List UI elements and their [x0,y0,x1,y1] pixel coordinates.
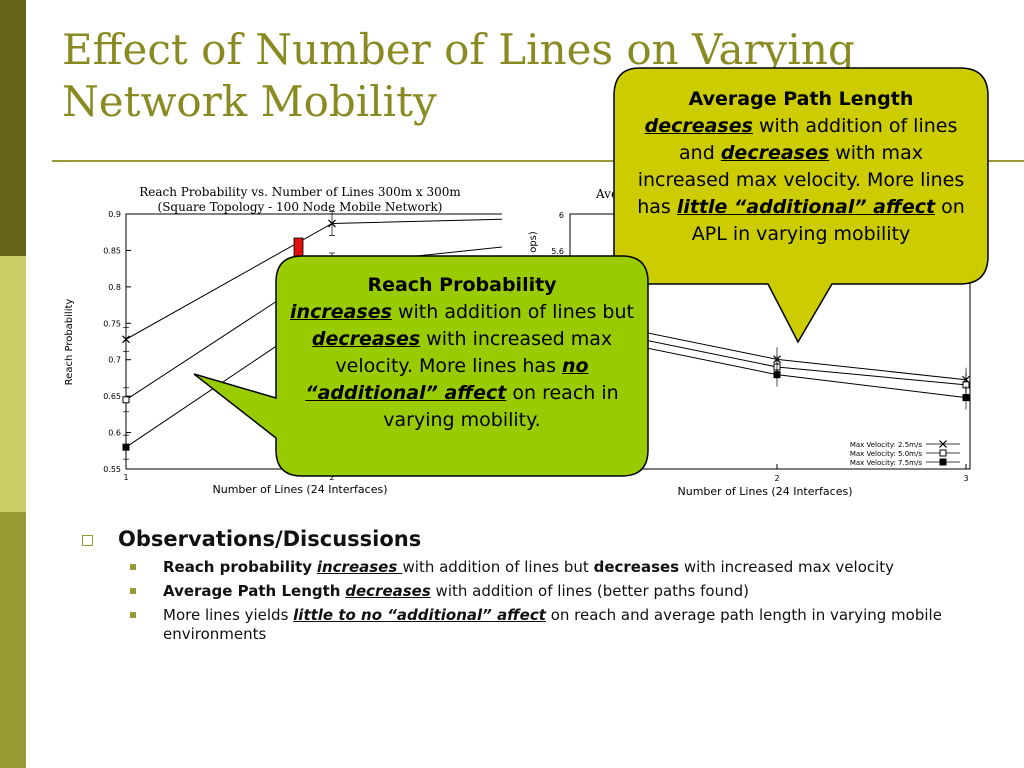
observations-section: Observations/Discussions Reach probabili… [82,524,1002,649]
observation-1-emphasis2: decreases [593,558,680,576]
observation-2-subject: Average Path Length [163,582,341,600]
apl-callout-bubble [613,67,989,344]
chart1-ytick-label: 0.85 [103,246,121,255]
reach-callout-heading: Reach Probability [367,274,557,296]
observation-item: Reach probability increases with additio… [130,558,1002,577]
chart1-ytick-label: 0.8 [108,283,121,292]
reach-callout-word2: decreases [311,328,421,350]
chart1-title-line1: Reach Probability vs. Number of Lines 30… [139,185,461,199]
chart1-ytick-label: 0.75 [103,319,121,328]
observation-3-subject: More lines yields [163,606,294,624]
reach-callout-word1: increases [290,301,392,323]
slide-title: Effect of Number of Lines on Varying Net… [62,24,942,128]
reach-callout-bubble [193,255,649,477]
reach-callout-word3: no “additional” affect [305,355,589,404]
chart2-data-point [773,371,781,379]
chart2-series-line [629,344,967,399]
chart2-ytick-5-6: 5.6 [551,247,564,256]
observations-heading: Observations/Discussions [82,524,1002,554]
chart1-ytick-label: 0.6 [108,429,121,438]
chart1-ylabel: Reach Probability [64,299,75,386]
observation-item: Average Path Length decreases with addit… [130,582,1002,601]
reach-callout-text3: on reach in varying mobility. [383,382,619,431]
observation-3-emphasis: little to no “additional” affect [293,606,546,624]
hollow-square-bullet-icon [82,535,93,546]
chart2-legend-label: Max Velocity: 5.0m/s [850,450,923,458]
observation-2-text: with addition of lines (better paths fou… [430,582,749,600]
chart1-ytick-label: 0.65 [103,392,121,401]
observation-3-text: on reach and average path length in vary… [163,606,942,643]
square-bullet-icon [130,612,136,618]
chart2-title-fragment: Ave [595,187,618,201]
reach-callout-text2: with increased max velocity. More lines … [335,328,613,377]
apl-callout-text: Average Path Length decreases with addit… [630,86,972,248]
chart1-data-point [122,443,130,451]
chart2-legend-label: Max Velocity: 7.5m/s [850,459,923,467]
chart1-ytick-label: 0.9 [108,210,121,219]
chart1-ytick-label: 0.7 [108,356,121,365]
chart1-title-line2: (Square Topology - 100 Node Mobile Netwo… [158,200,443,214]
sidebar-decoration [0,0,26,768]
apl-callout-word3: little “additional” affect [676,196,936,218]
apl-callout-text1: with addition of lines and [679,115,958,164]
observation-1-emphasis: increases [316,558,403,576]
observations-list: Reach probability increases with additio… [82,558,1002,644]
apl-callout-shape [613,67,989,344]
chart1-xlabel: Number of Lines (24 Interfaces) [213,483,388,496]
slide-title-line1: Effect of Number of Lines on Varying [62,25,855,74]
chart2-ytick-6: 6 [559,211,564,220]
apl-callout-word1: decreases [644,115,753,137]
observation-item: More lines yields little to no “addition… [130,606,1002,644]
sidebar-band-light [0,256,26,512]
chart2-xlabel: Number of Lines (24 Interfaces) [678,485,853,498]
chart2-xtick-label: 3 [963,474,968,483]
apl-callout: Average Path Length decreases with addit… [600,60,1000,350]
observation-1-text2: with increased max velocity [679,558,895,576]
observation-1-subject: Reach probability [163,558,313,576]
chart2-legend-marker [939,449,947,457]
observation-1-text: with addition of lines but [402,558,594,576]
apl-callout-word2: decreases [720,142,830,164]
slide-title-line2: Network Mobility [62,77,437,126]
chart2-legend-marker [939,440,947,448]
title-divider [52,160,1024,162]
apl-callout-text2: with max increased max velocity. More li… [637,142,965,218]
chart1-data-point [122,335,130,344]
chart1-data-point [122,396,130,404]
chart1-xtick-label: 1 [123,473,128,482]
apl-callout-heading: Average Path Length [688,88,914,110]
chart2-ylabel-fragment: ops) [528,231,539,253]
reach-callout-shape [193,255,649,477]
reach-callout: Reach Probability increases with additio… [190,250,660,482]
chart2-data-point [962,394,970,402]
apl-callout-text3: on APL in varying mobility [691,196,965,245]
chart2-xtick-label: 2 [774,474,779,483]
chart1-data-point [328,219,336,228]
chart1-xtick-label: 2 [329,473,334,482]
chart2-legend-label: Max Velocity: 2.5m/s [850,441,923,449]
sidebar-band-mid [0,512,26,768]
square-bullet-icon [130,564,136,570]
observations-heading-text: Observations/Discussions [118,527,422,551]
observation-2-emphasis: decreases [345,582,431,600]
chart1-ytick-label: 0.55 [103,465,121,474]
reach-callout-text: Reach Probability increases with additio… [290,272,634,434]
reach-callout-text1: with addition of lines but [391,301,634,323]
sidebar-band-dark [0,0,26,256]
square-bullet-icon [130,588,136,594]
chart2-legend-marker [939,458,947,466]
